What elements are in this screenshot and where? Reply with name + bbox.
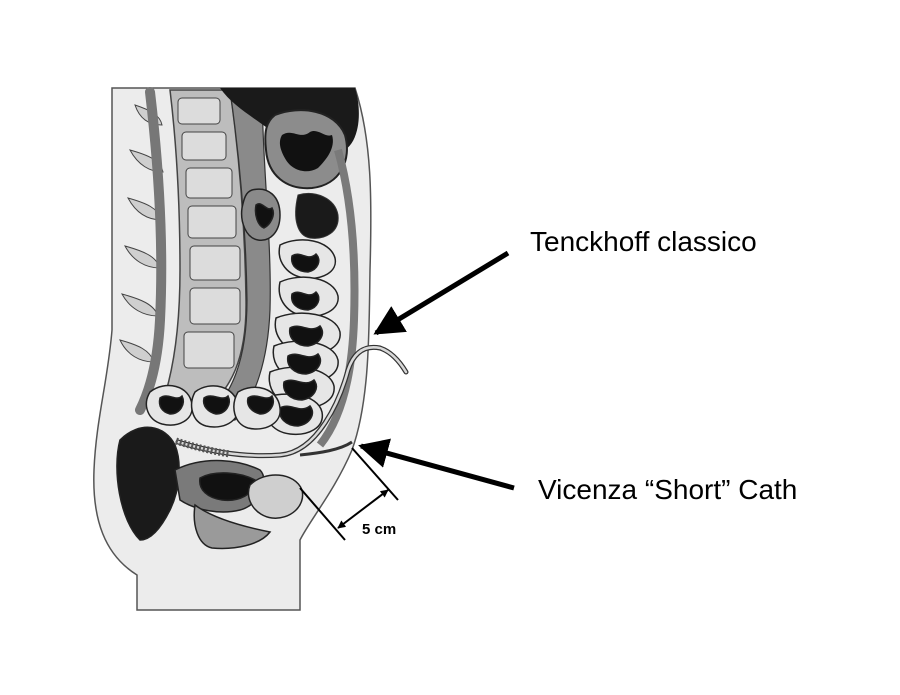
anterior-peritoneum [316,148,359,448]
arrow-vicenza [358,438,515,491]
label-tenckhoff: Tenckhoff classico [530,226,757,257]
pointer-arrows [358,250,515,491]
label-distance: 5 cm [362,521,397,538]
upper-organs [220,88,359,239]
tenckhoff-catheter [174,344,409,459]
pelvic-organs [116,426,304,550]
vicenza-catheter [299,440,353,457]
arrow-tenckhoff [373,250,510,336]
intestinal-loops [145,188,341,436]
spine [119,87,247,415]
label-vicenza: Vicenza “Short” Cath [538,474,798,505]
